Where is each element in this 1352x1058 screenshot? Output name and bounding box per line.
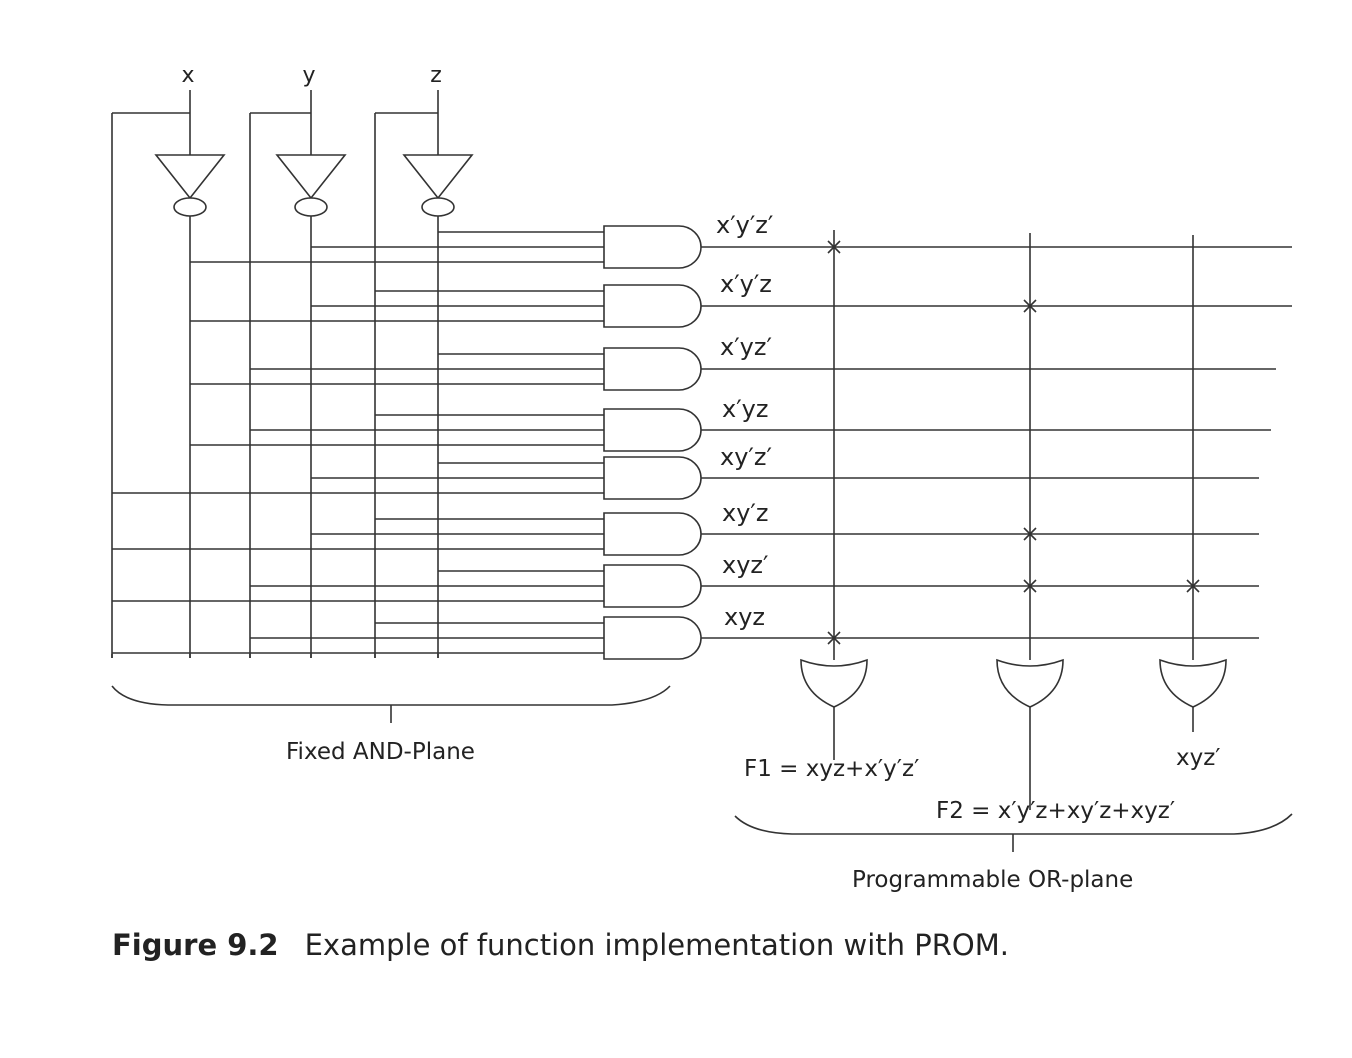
function-labels: F1 = xyz+x′y′z′ F2 = x′y′z+xy′z+xyz′ xyz′ bbox=[744, 745, 1221, 824]
and-gate bbox=[603, 408, 702, 452]
and-gate bbox=[603, 284, 702, 328]
fuse-cross bbox=[1023, 299, 1037, 313]
fuse-cross bbox=[1023, 579, 1037, 593]
output-function-label: F2 = x′y′z+xy′z+xyz′ bbox=[936, 798, 1175, 824]
inverter-triangle bbox=[154, 154, 226, 200]
inverter-bubble bbox=[294, 197, 328, 217]
minterm-label: xyz′ bbox=[722, 551, 768, 579]
inverter-triangle bbox=[275, 154, 347, 200]
and-gate bbox=[603, 347, 702, 391]
fuse-cross bbox=[1186, 579, 1200, 593]
and-gate bbox=[603, 225, 702, 269]
minterm-labels: x′y′z′ x′y′z x′yz′ x′yz xy′z′ xy′z xyz′ xyz bbox=[716, 211, 773, 631]
minterm-label: xy′z′ bbox=[720, 443, 772, 471]
figure-caption-text: Example of function implementation with … bbox=[304, 928, 1009, 962]
and-gate bbox=[603, 564, 702, 608]
and-plane-label: Fixed AND-Plane bbox=[286, 739, 475, 765]
and-gate bbox=[603, 512, 702, 556]
minterm-label: x′yz′ bbox=[720, 333, 772, 361]
minterm-label: xy′z bbox=[722, 499, 768, 527]
minterm-label: x′yz bbox=[722, 395, 768, 423]
or-gate bbox=[996, 658, 1064, 708]
and-plane-brace bbox=[111, 685, 671, 706]
figure-caption: Figure 9.2 Example of function implementa… bbox=[112, 928, 1009, 962]
input-label-x: x bbox=[181, 63, 194, 88]
minterm-label: x′y′z bbox=[720, 270, 772, 298]
and-gate bbox=[603, 616, 702, 660]
inverter-bubble bbox=[421, 197, 455, 217]
or-gate bbox=[800, 658, 868, 708]
minterm-label: x′y′z′ bbox=[716, 211, 773, 239]
inverter-bubble bbox=[173, 197, 207, 217]
output-function-label: F1 = xyz+x′y′z′ bbox=[744, 756, 919, 782]
and-gate bbox=[603, 456, 702, 500]
fuse-cross bbox=[827, 240, 841, 254]
fuse-cross bbox=[827, 631, 841, 645]
fuse-cross bbox=[1023, 527, 1037, 541]
output-function-label: xyz′ bbox=[1176, 745, 1221, 771]
or-gate bbox=[1159, 658, 1227, 708]
or-plane-label: Programmable OR-plane bbox=[852, 867, 1133, 893]
or-plane-brace bbox=[734, 813, 1293, 835]
minterm-label: xyz bbox=[724, 603, 765, 631]
inverter-triangle bbox=[402, 154, 474, 200]
input-label-y: y bbox=[302, 63, 315, 88]
figure-number: Figure 9.2 bbox=[112, 928, 279, 962]
input-labels: x y z bbox=[181, 63, 441, 88]
input-label-z: z bbox=[430, 63, 442, 88]
wiring bbox=[111, 90, 1293, 852]
